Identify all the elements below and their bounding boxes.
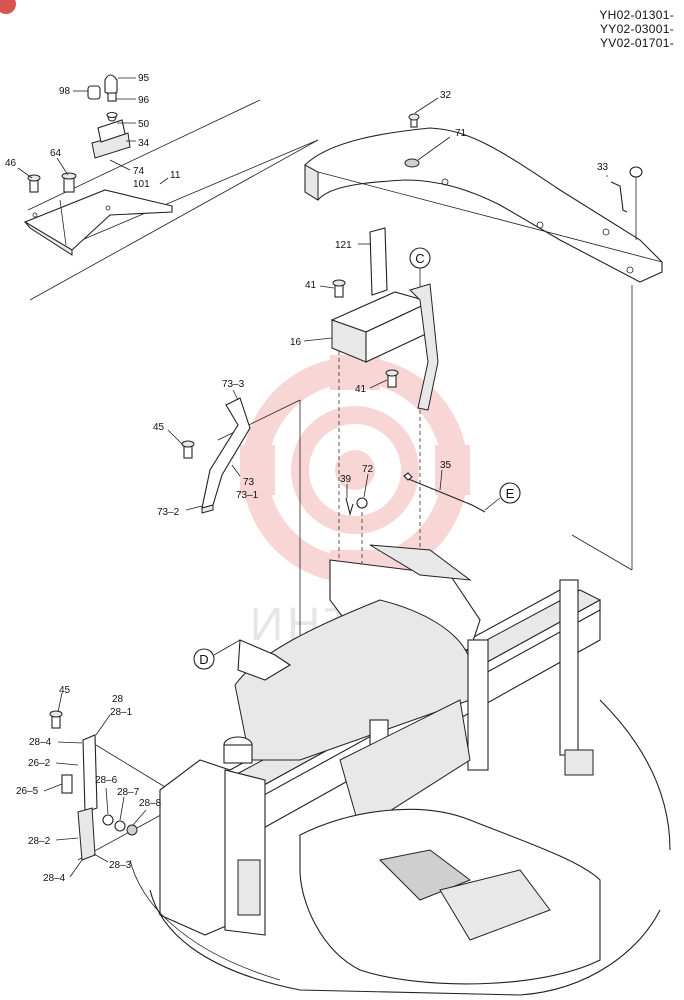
label-28-2: 28–2 [28,836,51,847]
label-28-8: 28–8 [139,798,162,809]
label-33: 33 [597,162,609,173]
serial-range-3: YV02-01701- [599,36,674,50]
label-98: 98 [59,86,71,97]
part-labels: 95 98 96 50 34 64 46 74 101 11 32 71 33 [5,73,609,884]
svg-text:C: C [415,251,424,266]
label-34: 34 [138,138,150,149]
callout-c: C [409,247,431,287]
label-73-1: 73–1 [236,490,259,501]
svg-text:E: E [506,486,515,501]
label-28-7: 28–7 [117,787,140,798]
label-28: 28 [112,694,124,705]
label-95: 95 [138,73,150,84]
callout-e: E [484,482,521,511]
label-74: 74 [133,166,145,177]
label-39: 39 [340,474,352,485]
serial-range-1: YH02-01301- [599,8,674,22]
serial-range-2: YY02-03001- [599,22,674,36]
label-16: 16 [290,337,302,348]
main-frame [129,544,671,996]
label-28-3: 28–3 [109,860,132,871]
label-72: 72 [362,464,374,475]
label-32: 32 [440,90,452,101]
label-45-lever: 45 [59,685,71,696]
label-73-3: 73–3 [222,379,245,390]
label-101: 101 [133,179,150,190]
label-45-plate: 45 [153,422,165,433]
label-41-top: 41 [305,280,317,291]
label-26-5: 26–5 [16,786,39,797]
label-28-4-top: 28–4 [29,737,52,748]
label-26-2: 26–2 [28,758,51,769]
svg-text:D: D [199,652,208,667]
seat-frame-rail [304,113,663,283]
label-73-2: 73–2 [157,507,180,518]
tray-assembly [330,227,439,411]
label-35: 35 [440,460,452,471]
label-28-6: 28–6 [95,775,118,786]
label-96: 96 [138,95,150,106]
label-41-bottom: 41 [355,384,367,395]
callout-d: D [193,639,241,670]
label-73: 73 [243,477,255,488]
label-46: 46 [5,158,17,169]
label-28-1: 28–1 [110,707,133,718]
seat-bracket-assembly [23,74,173,256]
label-50: 50 [138,119,150,130]
corner-badge-icon [0,0,16,14]
plate-73 [181,397,251,514]
label-11: 11 [170,170,181,181]
label-71: 71 [455,128,467,139]
label-121: 121 [335,240,352,251]
label-64: 64 [50,148,62,159]
lever-assembly [49,710,138,861]
label-28-4-bottom: 28–4 [43,873,66,884]
rod-and-pins [345,472,486,517]
